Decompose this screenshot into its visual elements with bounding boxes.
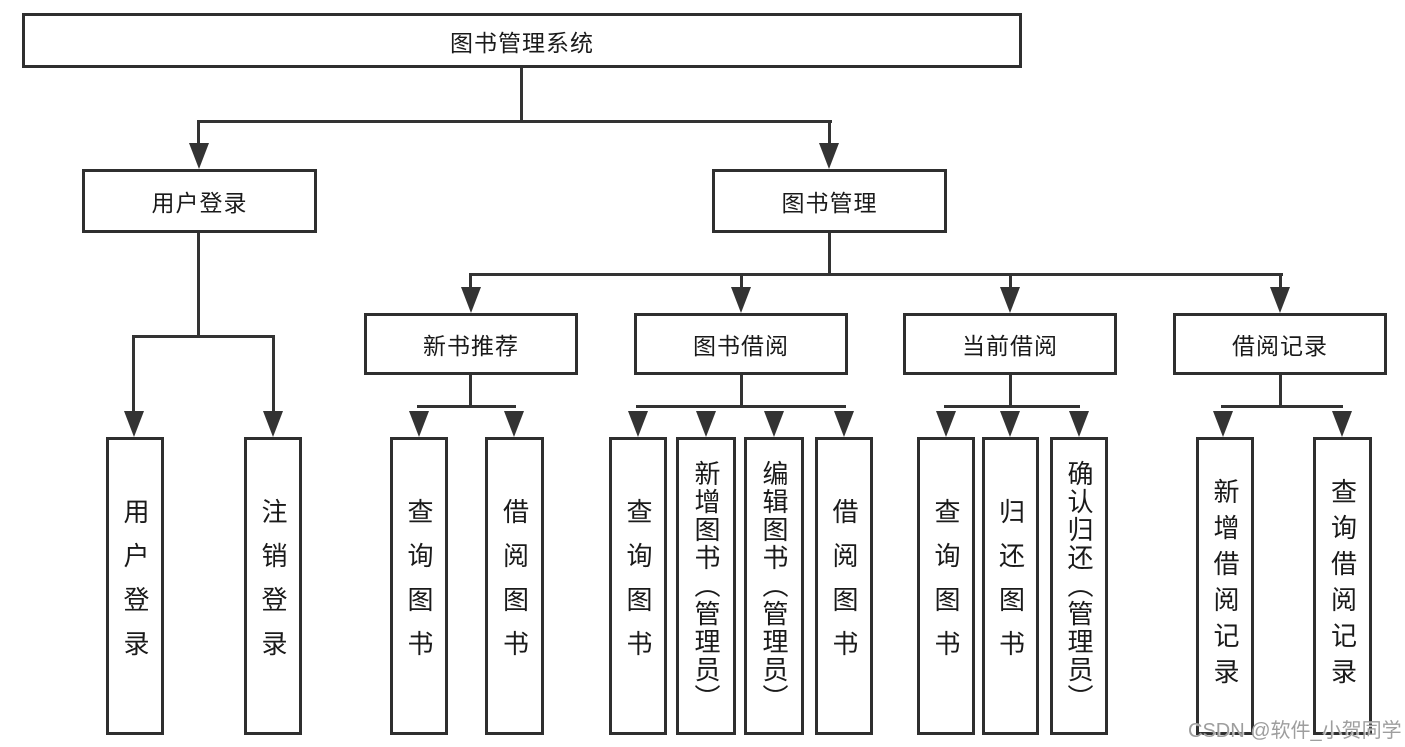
node-leaf-logout-label: 注销登录	[258, 498, 288, 674]
node-leaf-borrow-book-2-label: 借阅图书	[829, 498, 859, 674]
connector-line	[469, 375, 472, 408]
node-new-book-rec: 新书推荐	[364, 313, 578, 375]
arrow-down-icon	[461, 287, 481, 313]
connector-line	[520, 68, 523, 120]
node-book-borrow-label: 图书借阅	[693, 333, 789, 359]
arrow-down-icon	[731, 287, 751, 313]
arrow-down-icon	[504, 411, 524, 437]
node-leaf-query-record-label: 查询借阅记录	[1327, 478, 1358, 694]
node-leaf-query-book-1-label: 查询图书	[404, 498, 434, 674]
node-leaf-return-book-label: 归还图书	[995, 498, 1026, 674]
node-leaf-edit-book: 编辑图书（管理员）	[744, 437, 804, 735]
connector-line	[1279, 273, 1282, 290]
arrow-down-icon	[628, 411, 648, 437]
node-leaf-logout: 注销登录	[244, 437, 302, 735]
connector-line	[944, 405, 1080, 408]
node-leaf-query-book-1: 查询图书	[390, 437, 448, 735]
connector-line	[132, 335, 275, 338]
arrow-down-icon	[1332, 411, 1352, 437]
node-root-label: 图书管理系统	[450, 29, 594, 56]
node-borrow-record-label: 借阅记录	[1232, 333, 1328, 359]
arrow-down-icon	[764, 411, 784, 437]
node-current-borrow: 当前借阅	[903, 313, 1117, 375]
node-leaf-query-book-3-label: 查询图书	[931, 498, 961, 674]
node-leaf-confirm-return-label: 确认归还（管理员）	[1064, 460, 1094, 712]
connector-line	[828, 233, 831, 273]
node-leaf-add-book: 新增图书（管理员）	[676, 437, 736, 735]
connector-line	[417, 405, 516, 408]
connector-line	[197, 233, 200, 335]
connector-line	[740, 273, 743, 290]
connector-line	[197, 120, 200, 146]
node-leaf-user-login: 用户登录	[106, 437, 164, 735]
arrow-down-icon	[819, 143, 839, 169]
connector-line	[828, 120, 831, 146]
connector-line	[272, 335, 275, 414]
connector-line	[1009, 273, 1012, 290]
arrow-down-icon	[936, 411, 956, 437]
connector-line	[740, 375, 743, 408]
connector-line	[132, 335, 135, 414]
arrow-down-icon	[834, 411, 854, 437]
arrow-down-icon	[263, 411, 283, 437]
node-leaf-borrow-book-1-label: 借阅图书	[499, 498, 530, 674]
node-leaf-query-book-2-label: 查询图书	[623, 498, 653, 674]
arrow-down-icon	[1000, 411, 1020, 437]
arrow-down-icon	[189, 143, 209, 169]
arrow-down-icon	[409, 411, 429, 437]
connector-line	[1009, 375, 1012, 408]
arrow-down-icon	[1069, 411, 1089, 437]
arrow-down-icon	[1000, 287, 1020, 313]
node-leaf-borrow-book-1: 借阅图书	[485, 437, 544, 735]
node-book-mgmt: 图书管理	[712, 169, 947, 233]
node-leaf-query-book-2: 查询图书	[609, 437, 667, 735]
node-borrow-record: 借阅记录	[1173, 313, 1387, 375]
connector-line	[1279, 375, 1282, 408]
arrow-down-icon	[1270, 287, 1290, 313]
node-leaf-confirm-return: 确认归还（管理员）	[1050, 437, 1108, 735]
arrow-down-icon	[696, 411, 716, 437]
connector-line	[1221, 405, 1343, 408]
node-book-mgmt-label: 图书管理	[781, 190, 878, 216]
node-leaf-user-login-label: 用户登录	[120, 498, 150, 674]
node-leaf-add-book-label: 新增图书（管理员）	[691, 460, 721, 712]
node-leaf-add-record-label: 新增借阅记录	[1210, 478, 1240, 694]
connector-line	[197, 120, 832, 123]
connector-line	[636, 405, 846, 408]
node-book-borrow: 图书借阅	[634, 313, 848, 375]
node-new-book-rec-label: 新书推荐	[423, 333, 519, 359]
node-leaf-add-record: 新增借阅记录	[1196, 437, 1254, 735]
node-user-login: 用户登录	[82, 169, 317, 233]
arrow-down-icon	[124, 411, 144, 437]
node-user-login-label: 用户登录	[151, 190, 248, 216]
node-root: 图书管理系统	[22, 13, 1022, 68]
node-leaf-borrow-book-2: 借阅图书	[815, 437, 873, 735]
node-leaf-return-book: 归还图书	[982, 437, 1039, 735]
connector-line	[469, 273, 472, 290]
node-leaf-query-record: 查询借阅记录	[1313, 437, 1372, 735]
arrow-down-icon	[1213, 411, 1233, 437]
watermark: CSDN @软件_小贺同学	[1188, 720, 1402, 742]
node-current-borrow-label: 当前借阅	[962, 333, 1058, 359]
connector-line	[469, 273, 1283, 276]
node-leaf-query-book-3: 查询图书	[917, 437, 975, 735]
node-leaf-edit-book-label: 编辑图书（管理员）	[759, 460, 789, 712]
